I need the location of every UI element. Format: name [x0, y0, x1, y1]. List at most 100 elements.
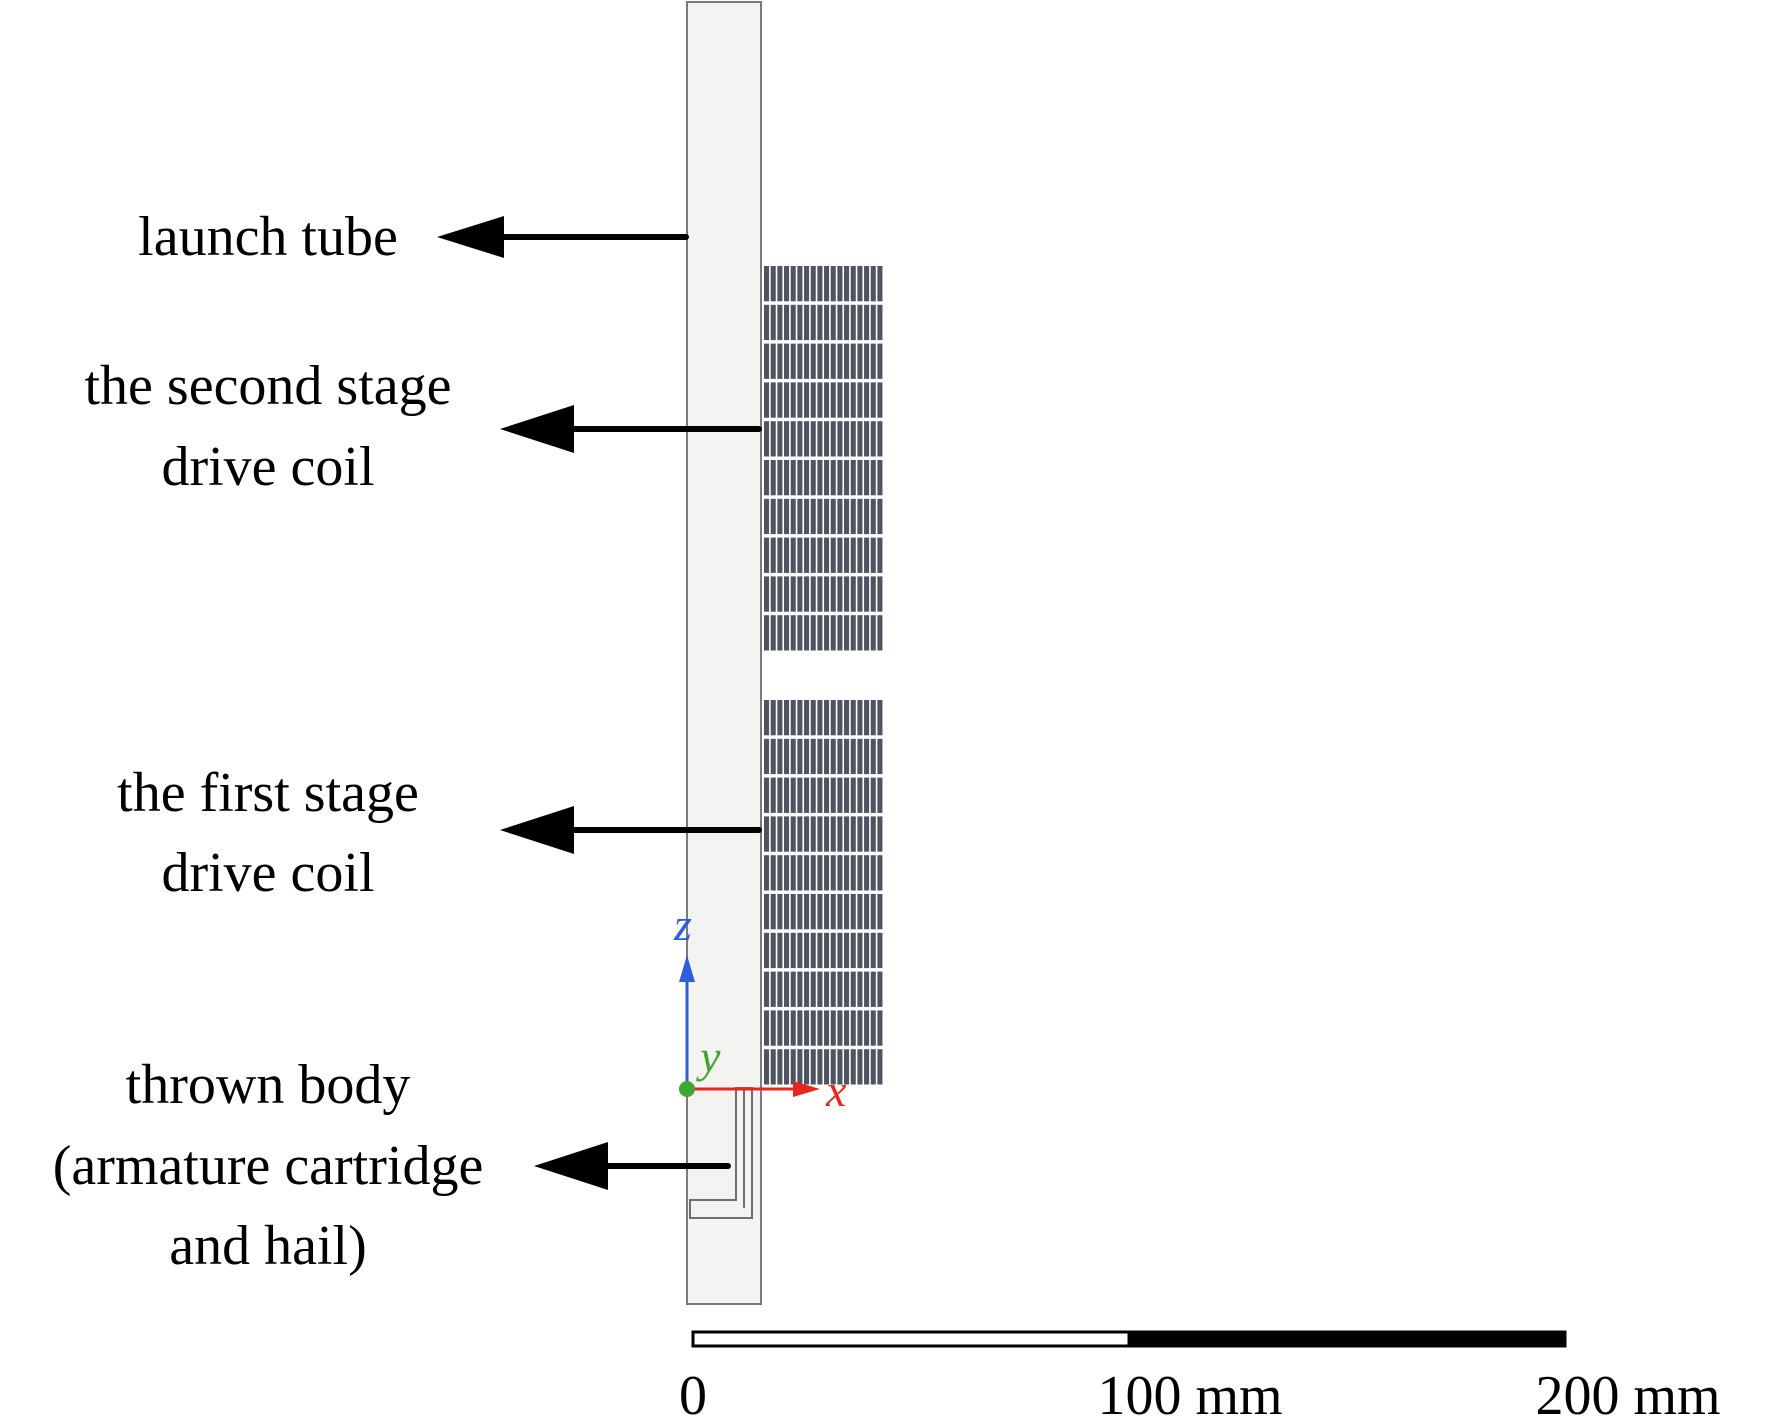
coil-winding — [790, 498, 796, 535]
coil-winding — [804, 894, 810, 930]
coil-winding — [850, 777, 856, 813]
coil-winding — [870, 460, 876, 496]
coil-winding — [797, 816, 803, 852]
coil-winding — [870, 700, 876, 736]
coil-winding — [810, 498, 816, 535]
coil-winding — [844, 460, 850, 496]
coil-winding — [797, 537, 803, 573]
coil-winding — [784, 971, 790, 1007]
coil-winding — [837, 1010, 843, 1046]
coil-winding — [824, 304, 830, 341]
coil-winding — [770, 777, 776, 813]
coil-winding — [870, 816, 876, 852]
coil-winding — [797, 615, 803, 651]
coil-winding — [817, 971, 823, 1007]
coil-winding — [844, 615, 850, 651]
coil-winding — [850, 266, 856, 302]
coil-winding — [850, 537, 856, 573]
coil-winding — [824, 894, 830, 930]
coil-winding — [784, 266, 790, 302]
coil-winding — [804, 738, 810, 775]
coil-winding — [810, 304, 816, 341]
coil-winding — [857, 266, 863, 302]
coil-winding — [830, 971, 836, 1007]
coil-winding — [830, 460, 836, 496]
coil-winding — [824, 971, 830, 1007]
coil-winding — [877, 777, 883, 813]
coil-winding — [830, 304, 836, 341]
coil-winding — [804, 932, 810, 969]
coil-winding — [777, 1010, 783, 1046]
coil-winding — [864, 537, 870, 573]
coil-winding — [857, 382, 863, 418]
coil-winding — [844, 738, 850, 775]
coil-winding — [824, 816, 830, 852]
coil-winding — [857, 615, 863, 651]
coil-winding — [784, 894, 790, 930]
coil-winding — [844, 343, 850, 379]
coil-winding — [850, 816, 856, 852]
coil-winding — [797, 894, 803, 930]
coil-winding — [850, 615, 856, 651]
coil-winding — [777, 266, 783, 302]
coil-winding — [857, 777, 863, 813]
coil-winding — [764, 971, 770, 1007]
coil-winding — [790, 460, 796, 496]
coil-winding — [864, 266, 870, 302]
coil-winding — [810, 816, 816, 852]
coil-winding — [797, 382, 803, 418]
thrown-body-label-line1: thrown body — [126, 1054, 411, 1116]
coil-winding — [784, 576, 790, 612]
coil-winding — [770, 382, 776, 418]
coil-winding — [864, 343, 870, 379]
coil-winding — [810, 421, 816, 457]
coil-winding — [790, 777, 796, 813]
coil-winding — [764, 855, 770, 891]
coil-winding — [830, 777, 836, 813]
coil-winding — [824, 777, 830, 813]
coil-winding — [877, 700, 883, 736]
coil-winding — [830, 537, 836, 573]
coil-winding — [837, 777, 843, 813]
coil-winding — [864, 615, 870, 651]
coil-winding — [764, 421, 770, 457]
coil-winding — [784, 816, 790, 852]
coil-winding — [864, 1049, 870, 1085]
coil-winding — [797, 304, 803, 341]
coil-winding — [830, 266, 836, 302]
coil-winding — [837, 343, 843, 379]
coil-winding — [817, 576, 823, 612]
coil-winding — [784, 777, 790, 813]
coil-winding — [810, 615, 816, 651]
coil-winding — [804, 266, 810, 302]
coil-winding — [857, 460, 863, 496]
coil-winding — [850, 498, 856, 535]
coil-winding — [844, 498, 850, 535]
coil-winding — [770, 498, 776, 535]
coil-winding — [777, 777, 783, 813]
coil-winding — [804, 421, 810, 457]
second-stage-arrowhead — [500, 405, 574, 453]
coil-winding — [837, 894, 843, 930]
coil-winding — [784, 1049, 790, 1085]
coil-winding — [844, 266, 850, 302]
coil-winding — [830, 576, 836, 612]
coil-winding — [790, 421, 796, 457]
coil-winding — [877, 1049, 883, 1085]
coil-winding — [837, 537, 843, 573]
coil-winding — [790, 816, 796, 852]
coil-winding — [790, 971, 796, 1007]
coil-winding — [817, 498, 823, 535]
coil-winding — [824, 498, 830, 535]
coil-winding — [857, 537, 863, 573]
coil-winding — [817, 816, 823, 852]
coil-winding — [770, 266, 776, 302]
coil-winding — [770, 421, 776, 457]
coil-winding — [804, 700, 810, 736]
first-stage-label-line1: the first stage — [117, 762, 419, 824]
coil-winding — [830, 700, 836, 736]
coil-winding — [790, 537, 796, 573]
coil-winding — [810, 1049, 816, 1085]
coil-winding — [850, 971, 856, 1007]
